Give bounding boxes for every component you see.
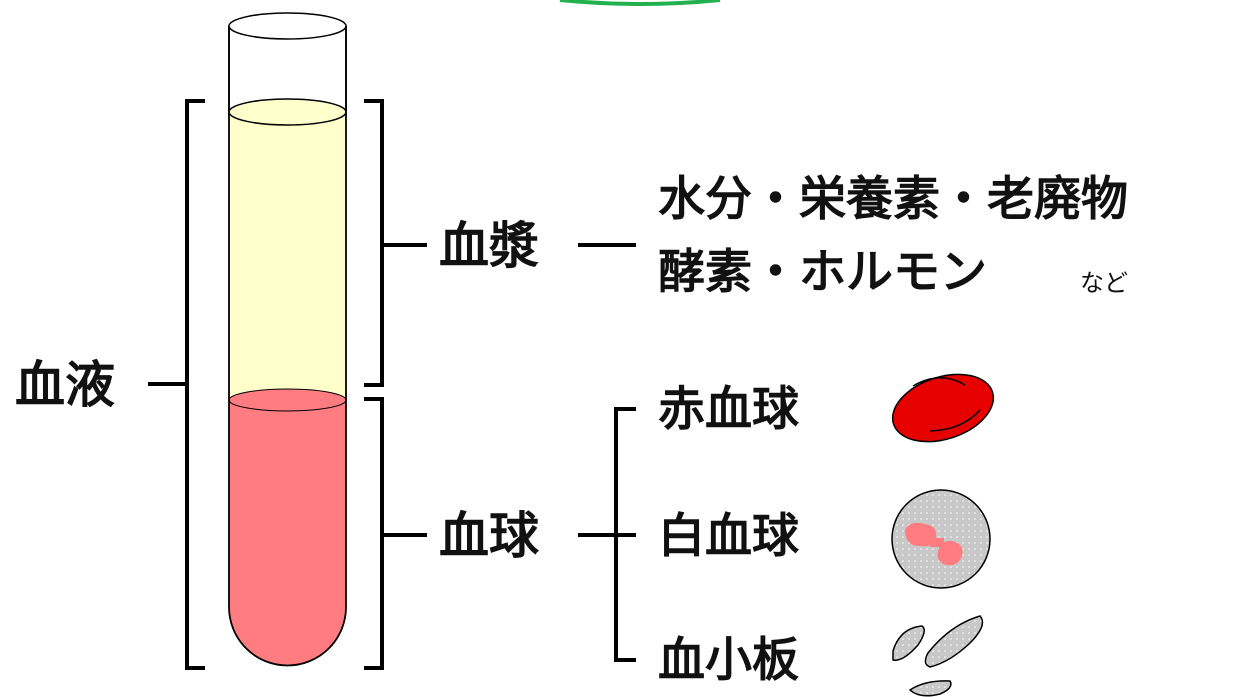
top-arc-decoration — [559, 0, 721, 6]
blood-cells-bracket — [364, 397, 636, 670]
red-blood-cell-label: 赤血球 — [658, 382, 799, 437]
blood-label: 血液 — [15, 356, 115, 414]
red-blood-cell-icon — [891, 373, 995, 443]
plasma-label: 血漿 — [439, 217, 539, 275]
platelet-icon — [892, 615, 984, 697]
plasma-layer — [229, 112, 346, 402]
white-blood-cell-icon — [891, 489, 991, 589]
white-blood-cell-label: 白血球 — [658, 509, 799, 564]
test-tube-icon — [228, 12, 347, 667]
blood-cell-layer — [229, 400, 347, 666]
blood-cells-label: 血球 — [439, 507, 539, 565]
plasma-components-line1: 水分・栄養素・老廃物 — [658, 172, 1128, 227]
plasma-components-suffix: など — [1080, 269, 1128, 297]
plasma-bracket — [364, 99, 636, 387]
plasma-components-line2: 酵素・ホルモン — [658, 245, 987, 300]
platelet-label: 血小板 — [658, 633, 799, 688]
blood-bracket — [148, 99, 205, 670]
